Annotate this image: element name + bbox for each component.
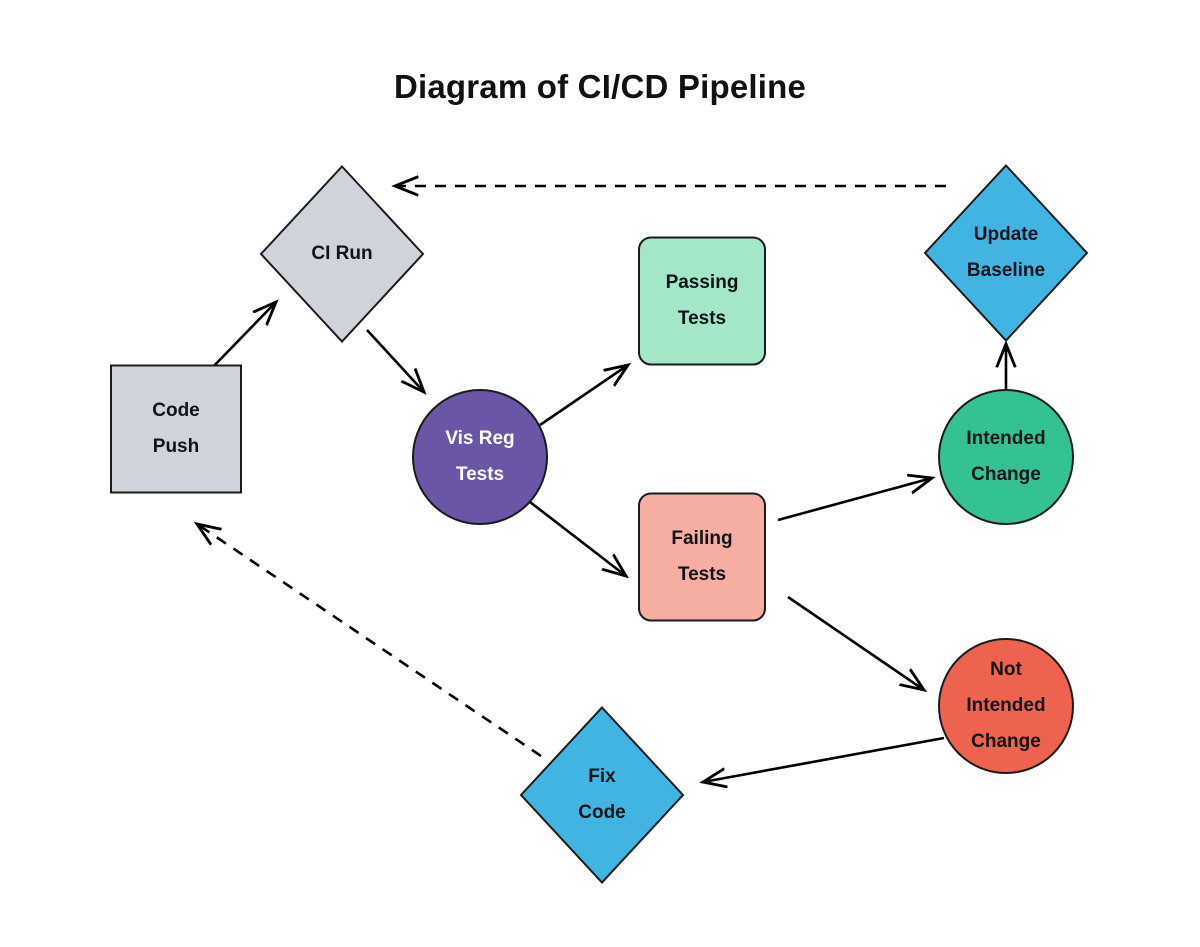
node-label-not_intended: Intended xyxy=(966,695,1045,716)
edge-code_push-to-ci_run xyxy=(208,302,276,372)
node-shape-diamond[interactable] xyxy=(923,164,1089,342)
node-label-code_push: Push xyxy=(153,436,199,457)
node-label-failing_tests: Tests xyxy=(678,564,726,585)
edge-failing_tests-to-not_intended xyxy=(787,595,924,690)
node-label-code_push: Code xyxy=(152,400,200,421)
edge-failing_tests-to-intended xyxy=(777,478,932,522)
node-label-passing_tests: Tests xyxy=(678,308,726,329)
node-label-passing_tests: Passing xyxy=(666,272,739,293)
node-shape-rect[interactable] xyxy=(110,364,242,494)
node-label-vis_reg_tests: Tests xyxy=(456,464,504,485)
node-shape-diamond[interactable] xyxy=(259,165,425,343)
edges-layer xyxy=(197,186,1006,782)
node-shape-circle[interactable] xyxy=(938,638,1074,774)
edge-fix_code-to-code_push xyxy=(197,524,542,758)
node-label-intended: Change xyxy=(971,464,1041,485)
node-shape-rounded-rect[interactable] xyxy=(638,492,766,622)
edge-vis_reg_tests-to-failing_tests xyxy=(529,500,626,576)
node-label-vis_reg_tests: Vis Reg xyxy=(445,428,514,449)
node-label-update_baseline: Baseline xyxy=(967,260,1045,281)
node-ci_run[interactable]: CI Run xyxy=(259,165,425,343)
node-label-not_intended: Change xyxy=(971,731,1041,752)
node-label-intended: Intended xyxy=(966,428,1045,449)
edge-not_intended-to-fix_code xyxy=(703,736,945,782)
node-shape-rounded-rect[interactable] xyxy=(638,236,766,366)
edge-ci_run-to-vis_reg_tests xyxy=(366,329,424,392)
node-label-fix_code: Fix xyxy=(588,766,616,787)
node-label-failing_tests: Failing xyxy=(671,528,732,549)
node-label-not_intended: Not xyxy=(990,659,1022,680)
node-shape-diamond[interactable] xyxy=(519,706,685,884)
node-label-ci_run: CI Run xyxy=(311,243,372,264)
page-title: Diagram of CI/CD Pipeline xyxy=(393,68,807,105)
node-label-fix_code: Code xyxy=(578,802,626,823)
node-label-update_baseline: Update xyxy=(974,224,1038,245)
edge-vis_reg_tests-to-passing_tests xyxy=(539,365,628,427)
node-shape-circle[interactable] xyxy=(938,389,1074,525)
node-shape-circle[interactable] xyxy=(412,389,548,525)
